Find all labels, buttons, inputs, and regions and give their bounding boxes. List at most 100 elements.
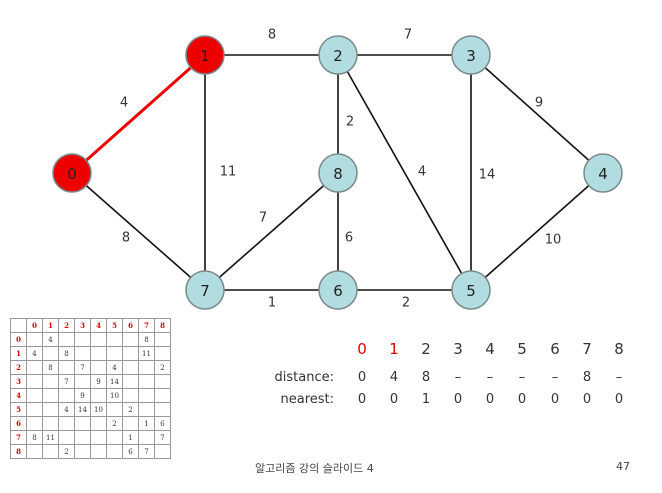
distance-value: –: [615, 370, 623, 385]
matrix-cell: [74, 444, 91, 459]
distance-label: distance:: [274, 370, 334, 385]
nearest-value: 1: [421, 392, 431, 407]
node-label: 8: [333, 165, 343, 183]
matrix-cell: 2: [154, 360, 171, 375]
matrix-cell: [90, 416, 107, 431]
matrix-cell: 4: [106, 360, 123, 375]
nearest-value: 0: [389, 392, 399, 407]
matrix-row-header: 2: [10, 360, 27, 375]
edge-weight-2-5: 4: [418, 165, 426, 180]
matrix-cell: 11: [42, 430, 59, 445]
matrix-cell: [58, 388, 75, 403]
matrix-col-header: 2: [58, 318, 75, 333]
matrix-cell: 7: [58, 374, 75, 389]
node-label: 1: [200, 47, 210, 65]
edge-2-5: [337, 54, 472, 291]
node-3: 3: [451, 35, 491, 75]
matrix-cell: 11: [138, 346, 155, 361]
matrix-cell: 6: [154, 416, 171, 431]
edge-weight-6-7: 1: [268, 296, 276, 311]
matrix-row-header: 0: [10, 332, 27, 347]
edge-weight-5-6: 2: [402, 296, 410, 311]
node-circle: [185, 270, 225, 310]
node-circle: [451, 270, 491, 310]
matrix-cell: [106, 430, 123, 445]
matrix-cell: [42, 388, 59, 403]
node-8: 8: [318, 153, 358, 193]
matrix-cell: [154, 374, 171, 389]
matrix-cell: 9: [74, 388, 91, 403]
matrix-cell: 14: [74, 402, 91, 417]
matrix-cell: [74, 374, 91, 389]
matrix-row-header: 5: [10, 402, 27, 417]
matrix-cell: [26, 332, 43, 347]
matrix-cell: [90, 360, 107, 375]
matrix-cell: 4: [58, 402, 75, 417]
matrix-cell: [122, 346, 139, 361]
node-label: 0: [67, 165, 77, 183]
edge-weight-1-2: 8: [268, 28, 276, 43]
distance-value: –: [454, 370, 462, 385]
matrix-col-header: 8: [154, 318, 171, 333]
edge-0-7: [71, 172, 206, 291]
matrix-cell: 1: [122, 430, 139, 445]
nearest-value: 0: [453, 392, 463, 407]
nearest-value: 0: [357, 392, 367, 407]
matrix-cell: 10: [90, 402, 107, 417]
matrix-cell: 7: [154, 430, 171, 445]
matrix-cell: [138, 388, 155, 403]
edge-weight-7-8: 7: [259, 211, 267, 226]
matrix-cell: [122, 374, 139, 389]
matrix-cell: [74, 416, 91, 431]
matrix-cell: [90, 430, 107, 445]
graph-nodes: 0 1 2 3 4 5 6 7 8: [52, 35, 623, 310]
node-5: 5: [451, 270, 491, 310]
node-label: 4: [598, 165, 608, 183]
matrix-col-header: 0: [26, 318, 43, 333]
matrix-cell: [26, 402, 43, 417]
matrix-cell: 4: [26, 346, 43, 361]
vertex-index: 2: [421, 340, 431, 358]
matrix-cell: [154, 332, 171, 347]
distance-value: 8: [582, 370, 592, 385]
matrix-row-header: 8: [10, 444, 27, 459]
nearest-value: 0: [550, 392, 560, 407]
matrix-cell: [42, 346, 59, 361]
edge-weight-0-7: 8: [122, 231, 130, 246]
matrix-cell: 14: [106, 374, 123, 389]
nearest-label: nearest:: [280, 392, 334, 407]
node-7: 7: [185, 270, 225, 310]
matrix-cell: [138, 402, 155, 417]
matrix-cell: [138, 430, 155, 445]
page-number: 47: [616, 460, 630, 473]
matrix-cell: [90, 388, 107, 403]
node-circle: [185, 35, 225, 75]
matrix-cell: [122, 416, 139, 431]
matrix-col-header: 7: [138, 318, 155, 333]
matrix-cell: [90, 332, 107, 347]
vertex-index: 6: [550, 340, 560, 358]
matrix-cell: 6: [122, 444, 139, 459]
node-6: 6: [318, 270, 358, 310]
vertex-index: 0: [357, 340, 367, 358]
edge-weight-6-8: 6: [345, 231, 353, 246]
matrix-cell: [106, 332, 123, 347]
vertex-index: 7: [582, 340, 592, 358]
matrix-col-header: 1: [42, 318, 59, 333]
matrix-cell: [154, 346, 171, 361]
matrix-cell: [26, 444, 43, 459]
vertex-index: 5: [517, 340, 527, 358]
vertex-index: 8: [614, 340, 624, 358]
matrix-cell: [58, 430, 75, 445]
matrix-cell: [26, 388, 43, 403]
